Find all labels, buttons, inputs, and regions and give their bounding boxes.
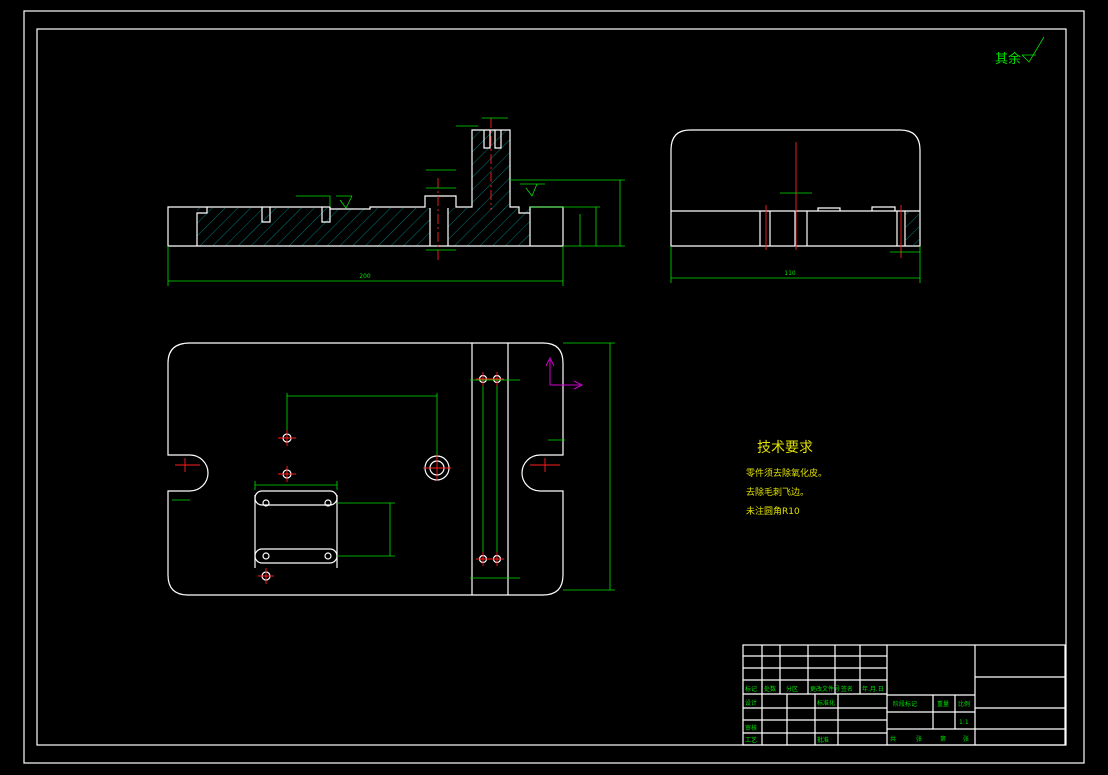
plan-centerlines bbox=[175, 372, 560, 584]
plan-axis-indicator bbox=[545, 356, 584, 390]
tb-label-change-doc: 更改文件号 bbox=[810, 685, 840, 693]
title-block-grid bbox=[743, 645, 1065, 745]
tb-label-designer: 设计 bbox=[745, 699, 757, 707]
tech-requirement-item: 零件须去除氧化皮。 bbox=[746, 467, 827, 479]
tb-label-sheet: 张 bbox=[963, 735, 969, 743]
plan-hole-j bbox=[262, 552, 270, 560]
front-section-hatch-left bbox=[197, 208, 430, 246]
side-view-outline bbox=[670, 129, 921, 247]
tb-label-stage-mark: 阶段标记 bbox=[893, 700, 917, 708]
plan-view-outline bbox=[167, 342, 564, 596]
surface-roughness-note: 其余 bbox=[995, 36, 1045, 67]
side-hatch-right bbox=[905, 212, 920, 246]
plan-hole-h bbox=[262, 499, 270, 507]
surface-note-text: 其余 bbox=[995, 51, 1021, 67]
front-dim-overall-length bbox=[167, 246, 564, 286]
tech-requirement-item: 去除毛刺飞边。 bbox=[746, 486, 809, 498]
tb-label-count: 处数 bbox=[764, 685, 776, 693]
front-dim-heights bbox=[426, 169, 625, 251]
tb-label-standardize: 标准化 bbox=[817, 699, 835, 707]
front-section-outline bbox=[167, 129, 564, 247]
tb-scale-value: 1:1 bbox=[959, 719, 969, 726]
tb-label-craft: 工艺 bbox=[745, 736, 757, 744]
tb-label-weight: 重量 bbox=[937, 700, 949, 708]
tb-label-signature: 签名 bbox=[841, 685, 853, 693]
tech-requirement-item: 未注圆角R10 bbox=[746, 505, 800, 517]
tb-label-sheet-no: 第 bbox=[940, 735, 946, 743]
tb-label-sheet-total: 共 bbox=[890, 735, 896, 743]
tb-label-marker: 标记 bbox=[745, 685, 757, 693]
front-leaders bbox=[296, 117, 545, 209]
title-block-frame bbox=[742, 644, 1066, 746]
plan-slot-bottom bbox=[254, 548, 338, 564]
front-section-hatch-right bbox=[448, 208, 530, 246]
plan-hole-k bbox=[324, 552, 332, 560]
tb-label-review: 审核 bbox=[745, 724, 757, 732]
side-view: 110 bbox=[670, 129, 921, 283]
sheet-outer-border bbox=[23, 10, 1085, 764]
side-dim-width bbox=[670, 192, 921, 283]
front-boss-slots bbox=[261, 130, 502, 223]
tb-label-sheet-of: 张 bbox=[916, 735, 922, 743]
roughness-symbol bbox=[1021, 36, 1045, 63]
tech-requirements-title: 技术要求 bbox=[757, 440, 813, 456]
tb-label-zone: 分区 bbox=[786, 685, 798, 693]
sheet-inner-border bbox=[36, 28, 1067, 746]
front-section-view: 200 bbox=[167, 117, 625, 286]
tb-label-approve: 批准 bbox=[817, 736, 829, 744]
tb-label-date: 年.月.日 bbox=[862, 685, 884, 693]
front-dim-overall-length-text: 200 bbox=[359, 273, 371, 280]
title-block: 标记 处数 分区 更改文件号 签名 年.月.日 设计 标准化 阶段标记 重量 比… bbox=[742, 644, 1066, 746]
plan-hole-i bbox=[324, 499, 332, 507]
tech-requirements: 技术要求 零件须去除氧化皮。 去除毛刺飞边。 未注圆角R10 bbox=[746, 440, 827, 517]
side-dim-width-text: 110 bbox=[784, 270, 796, 277]
plan-view bbox=[167, 342, 615, 596]
plan-dims bbox=[172, 342, 615, 591]
tb-label-scale: 比例 bbox=[958, 700, 970, 708]
